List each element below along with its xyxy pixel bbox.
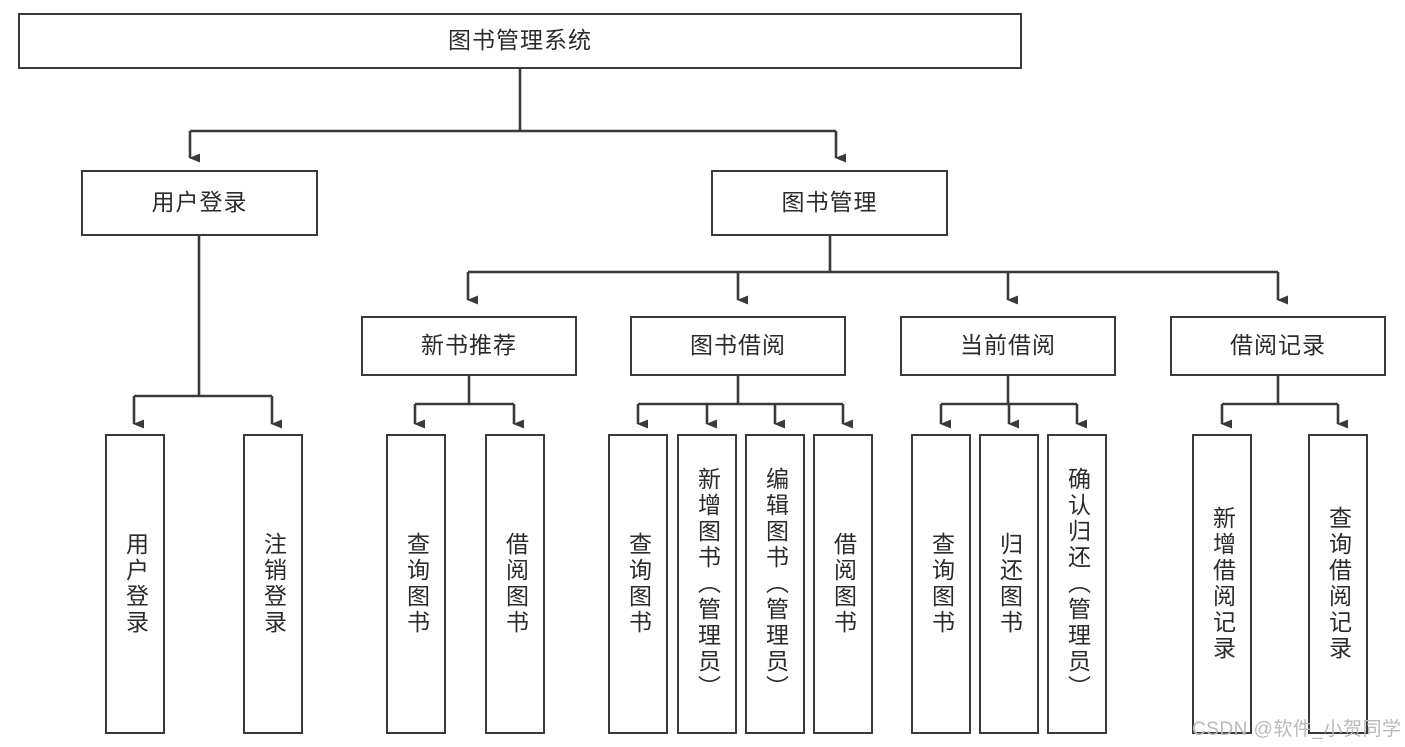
leaf-add-book[interactable]: 新增图书（管理员） [677,434,737,734]
leaf-label: 新增借阅记录 [1209,506,1236,662]
leaf-label: 注销登录 [260,532,287,636]
leaf-edit-book[interactable]: 编辑图书（管理员） [745,434,805,734]
node-borrow-record[interactable]: 借阅记录 [1170,316,1386,376]
leaf-label: 借阅图书 [502,532,529,636]
leaf-query-borrow-record[interactable]: 查询借阅记录 [1308,434,1368,734]
node-current-borrow[interactable]: 当前借阅 [900,316,1116,376]
leaf-label: 用户登录 [122,532,149,636]
leaf-label: 归还图书 [996,532,1023,636]
leaf-label: 确认归还（管理员） [1064,467,1091,701]
node-book-management[interactable]: 图书管理 [711,170,948,236]
leaf-return-book[interactable]: 归还图书 [979,434,1039,734]
leaf-label: 编辑图书（管理员） [762,467,789,701]
leaf-label: 借阅图书 [830,532,857,636]
node-user-login[interactable]: 用户登录 [81,170,318,236]
leaf-label: 查询图书 [625,532,652,636]
node-root-system[interactable]: 图书管理系统 [18,13,1022,69]
node-new-book-recommend[interactable]: 新书推荐 [361,316,577,376]
leaf-query-book-3[interactable]: 查询图书 [911,434,971,734]
leaf-borrow-book-2[interactable]: 借阅图书 [813,434,873,734]
leaf-label: 查询图书 [928,532,955,636]
leaf-label: 新增图书（管理员） [694,467,721,701]
leaf-label: 查询借阅记录 [1325,506,1352,662]
leaf-query-book-1[interactable]: 查询图书 [386,434,446,734]
watermark-text: CSDN @软件_小贺同学 [1192,719,1402,740]
leaf-label: 查询图书 [403,532,430,636]
leaf-add-borrow-record[interactable]: 新增借阅记录 [1192,434,1252,734]
leaf-confirm-return[interactable]: 确认归还（管理员） [1047,434,1107,734]
leaf-borrow-book-1[interactable]: 借阅图书 [485,434,545,734]
leaf-user-login[interactable]: 用户登录 [105,434,165,734]
leaf-logout-login[interactable]: 注销登录 [243,434,303,734]
leaf-query-book-2[interactable]: 查询图书 [608,434,668,734]
node-book-borrow[interactable]: 图书借阅 [630,316,846,376]
